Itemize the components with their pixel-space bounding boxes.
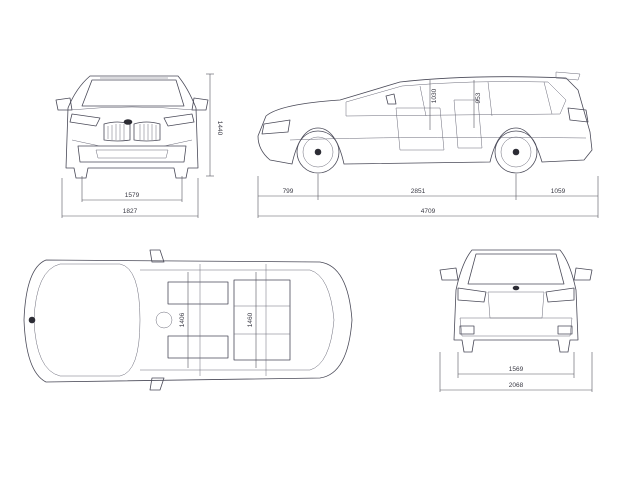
rear-shoulder-width-label: 1460 — [247, 312, 254, 327]
front-headroom-label: 1030 — [431, 88, 438, 103]
width-with-mirrors-label: 2068 — [509, 382, 524, 389]
right-exhaust — [557, 325, 573, 335]
wheelbase-label: 2851 — [411, 188, 426, 195]
left-kidney-grille — [103, 121, 131, 142]
rear-window — [467, 253, 565, 285]
height-label: 1440 — [216, 121, 223, 136]
rear-left-taillight — [457, 287, 487, 303]
front-logo-icon — [123, 119, 133, 125]
side-mirror — [385, 93, 397, 105]
overall-width-label: 1827 — [123, 208, 138, 215]
front-view: 1440 1579 1827 — [55, 73, 223, 218]
front-shoulder-width-label: 1406 — [179, 312, 186, 327]
side-taillight — [567, 107, 589, 123]
front-wheel — [296, 130, 340, 174]
front-overhang-label: 799 — [283, 188, 294, 195]
rear-right-taillight — [545, 287, 575, 303]
left-exhaust — [459, 325, 475, 335]
rear-overhang-label: 1059 — [551, 188, 566, 195]
rear-wheel — [494, 130, 538, 174]
top-logo-icon — [28, 316, 36, 324]
front-left-seat — [167, 281, 229, 305]
rear-track-label: 1569 — [509, 366, 524, 373]
overall-length-label: 4709 — [421, 208, 436, 215]
rear-headroom-label: 953 — [475, 92, 482, 103]
side-view: 1030 953 799 2851 1059 4709 — [257, 71, 599, 218]
front-track-label: 1579 — [125, 192, 140, 199]
rear-view: 1569 2068 — [439, 249, 593, 392]
right-headlight — [163, 113, 195, 127]
left-headlight — [69, 113, 101, 127]
rear-left-mirror — [439, 267, 459, 281]
top-left-mirror — [149, 249, 165, 263]
front-right-seat — [167, 335, 229, 359]
rear-right-mirror — [573, 267, 593, 281]
top-view: 1406 1460 — [23, 249, 353, 391]
right-kidney-grille — [133, 121, 161, 142]
rear-logo-icon — [512, 285, 520, 291]
steering-wheel — [155, 311, 173, 329]
rear-bench — [233, 279, 291, 361]
side-headlight — [261, 119, 291, 135]
top-right-mirror — [149, 377, 165, 391]
